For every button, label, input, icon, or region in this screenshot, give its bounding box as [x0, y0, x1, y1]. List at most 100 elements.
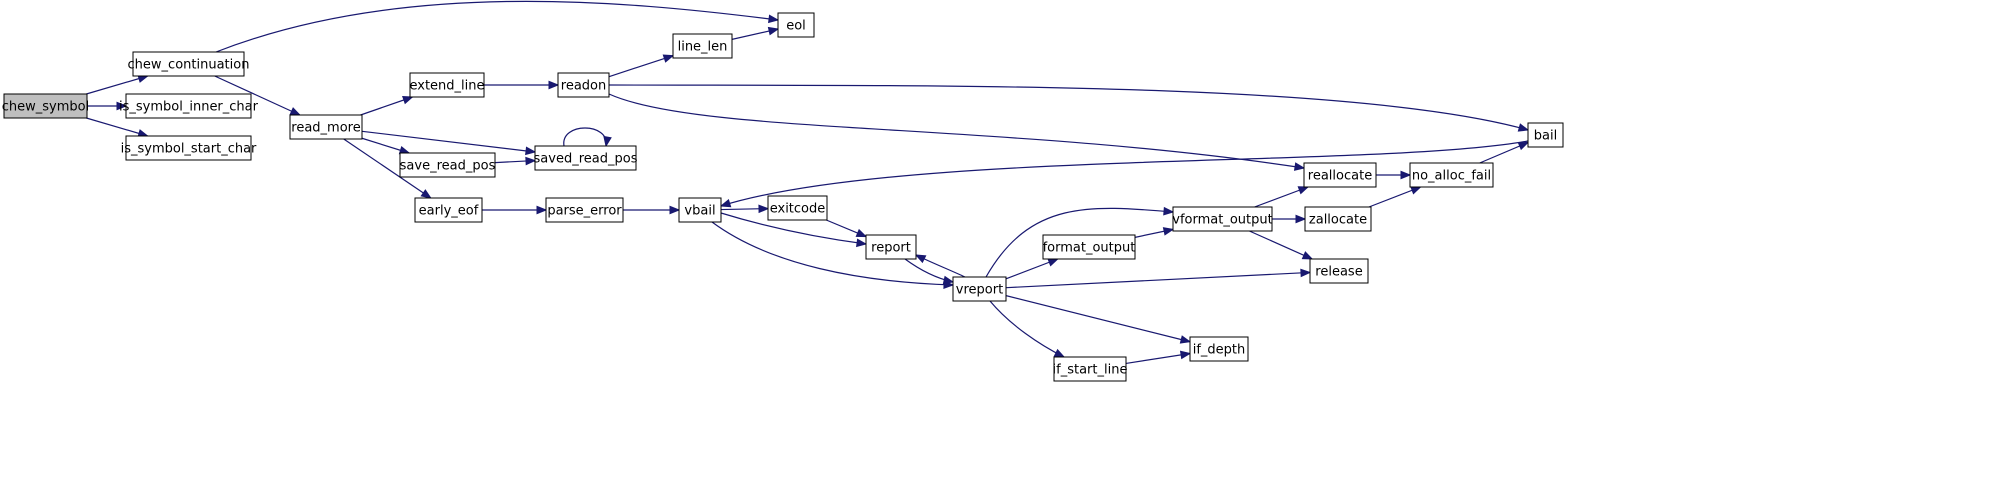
edge-parse_error-to-vbail — [623, 205, 681, 215]
node-label: read_more — [291, 121, 360, 136]
edge-early_eof-to-parse_error — [482, 205, 548, 215]
node-early_eof[interactable]: early_eof — [414, 197, 483, 223]
edge-arrowhead — [525, 156, 537, 166]
node-label: if_start_line — [1053, 363, 1128, 378]
node-read_more[interactable]: read_more — [289, 114, 363, 140]
node-chew_continuation[interactable]: chew_continuation — [128, 51, 250, 77]
node-report[interactable]: report — [865, 234, 917, 260]
node-reallocate[interactable]: reallocate — [1303, 162, 1377, 188]
node-label: readon — [561, 79, 606, 94]
edge-arrowhead — [1162, 227, 1175, 236]
node-readon[interactable]: readon — [557, 72, 610, 98]
edge-vreport-to-if_depth — [1005, 295, 1192, 344]
edge-line — [1125, 352, 1191, 365]
node-label: chew_symbol — [2, 100, 89, 115]
node-label: is_symbol_inner_char — [119, 100, 259, 115]
edge-arrowhead — [402, 96, 414, 105]
edge-vreport-to-release — [1005, 268, 1312, 289]
edge-arrowhead — [1300, 268, 1312, 278]
node-bail[interactable]: bail — [1527, 122, 1564, 148]
edge-line_len-to-eol — [731, 26, 780, 40]
node-box — [952, 276, 1007, 302]
node-box — [777, 12, 815, 38]
node-box — [132, 51, 245, 77]
node-line_len[interactable]: line_len — [672, 33, 733, 59]
node-is_symbol_inner_char[interactable]: is_symbol_inner_char — [119, 93, 259, 119]
edge-arrowhead — [1301, 251, 1314, 260]
edge-bail-to-vbail — [719, 140, 1529, 208]
edge-exitcode-to-report — [826, 219, 868, 238]
edge-arrowhead — [1297, 186, 1310, 195]
edge-no_alloc_fail-to-bail — [1479, 141, 1530, 164]
graph-nodes: chew_symbol chew_continuation is_symbol_in… — [2, 12, 1564, 382]
node-extend_line[interactable]: extend_line — [409, 72, 485, 98]
node-box — [1172, 206, 1273, 232]
edge-arrowhead — [855, 228, 868, 238]
edge-arrowhead — [1053, 348, 1066, 358]
node-parse_error[interactable]: parse_error — [545, 197, 624, 223]
node-label: vreport — [956, 283, 1003, 298]
node-if_depth[interactable]: if_depth — [1189, 336, 1249, 362]
node-box — [865, 234, 917, 260]
node-box — [557, 72, 610, 98]
node-box — [125, 135, 252, 161]
node-box — [289, 114, 363, 140]
edge-chew_continuation-to-eol — [215, 0, 780, 53]
edge-vformat_output-to-reallocate — [1254, 186, 1310, 208]
edge-line — [214, 75, 301, 116]
edge-format_output-to-vformat_output — [1134, 227, 1175, 238]
edge-line — [1005, 271, 1311, 289]
node-label: if_depth — [1193, 343, 1246, 358]
node-no_alloc_fail[interactable]: no_alloc_fail — [1409, 162, 1494, 188]
edge-arrowhead — [669, 205, 681, 215]
edge-vreport-to-if_start_line — [989, 300, 1066, 358]
edge-readon-to-bail — [608, 84, 1530, 132]
edge-vreport-to-format_output — [1005, 258, 1059, 280]
node-vreport[interactable]: vreport — [952, 276, 1007, 302]
edge-arrowhead — [536, 205, 548, 215]
node-format_output[interactable]: format_output — [1042, 234, 1136, 260]
node-release[interactable]: release — [1309, 258, 1369, 284]
edge-arrowhead — [289, 107, 302, 116]
node-label: is_symbol_start_char — [121, 142, 257, 157]
edge-arrowhead — [768, 14, 780, 24]
node-exitcode[interactable]: exitcode — [767, 195, 828, 221]
node-box — [545, 197, 624, 223]
node-saved_read_pos[interactable]: saved_read_pos — [534, 145, 638, 171]
edge-saved_read_pos-to-saved_read_pos — [563, 127, 612, 148]
edge-line — [563, 127, 607, 147]
node-box — [767, 195, 828, 221]
edge-line — [86, 117, 148, 137]
node-box — [3, 93, 88, 119]
edge-arrowhead — [1517, 141, 1530, 151]
edge-vreport-to-report — [914, 254, 966, 278]
edge-if_start_line-to-if_depth — [1125, 350, 1192, 365]
node-eol[interactable]: eol — [777, 12, 815, 38]
edge-arrowhead — [1293, 162, 1306, 171]
edge-arrowhead — [914, 254, 927, 264]
edge-vbail-to-exitcode — [720, 204, 770, 214]
node-if_start_line[interactable]: if_start_line — [1053, 356, 1128, 382]
node-label: line_len — [678, 40, 728, 55]
node-box — [678, 197, 722, 223]
edge-read_more-to-save_read_pos — [361, 137, 411, 155]
node-zallocate[interactable]: zallocate — [1304, 206, 1372, 232]
node-box — [1303, 162, 1377, 188]
node-label: saved_read_pos — [534, 152, 638, 167]
node-chew_symbol[interactable]: chew_symbol — [2, 93, 89, 119]
node-label: eol — [786, 19, 806, 34]
node-box — [409, 72, 485, 98]
edge-vformat_output-to-zallocate — [1272, 214, 1307, 224]
node-is_symbol_start_char[interactable]: is_symbol_start_char — [121, 135, 257, 161]
node-save_read_pos[interactable]: save_read_pos — [399, 152, 496, 178]
node-box — [1042, 234, 1136, 260]
edge-line — [361, 130, 536, 153]
edge-arrowhead — [719, 199, 732, 208]
edge-line — [215, 0, 779, 53]
node-vbail[interactable]: vbail — [678, 197, 722, 223]
edge-read_more-to-extend_line — [360, 96, 414, 116]
node-label: reallocate — [1308, 169, 1372, 184]
node-label: exitcode — [770, 202, 826, 217]
node-vformat_output[interactable]: vformat_output — [1172, 206, 1273, 232]
node-label: extend_line — [409, 79, 484, 94]
